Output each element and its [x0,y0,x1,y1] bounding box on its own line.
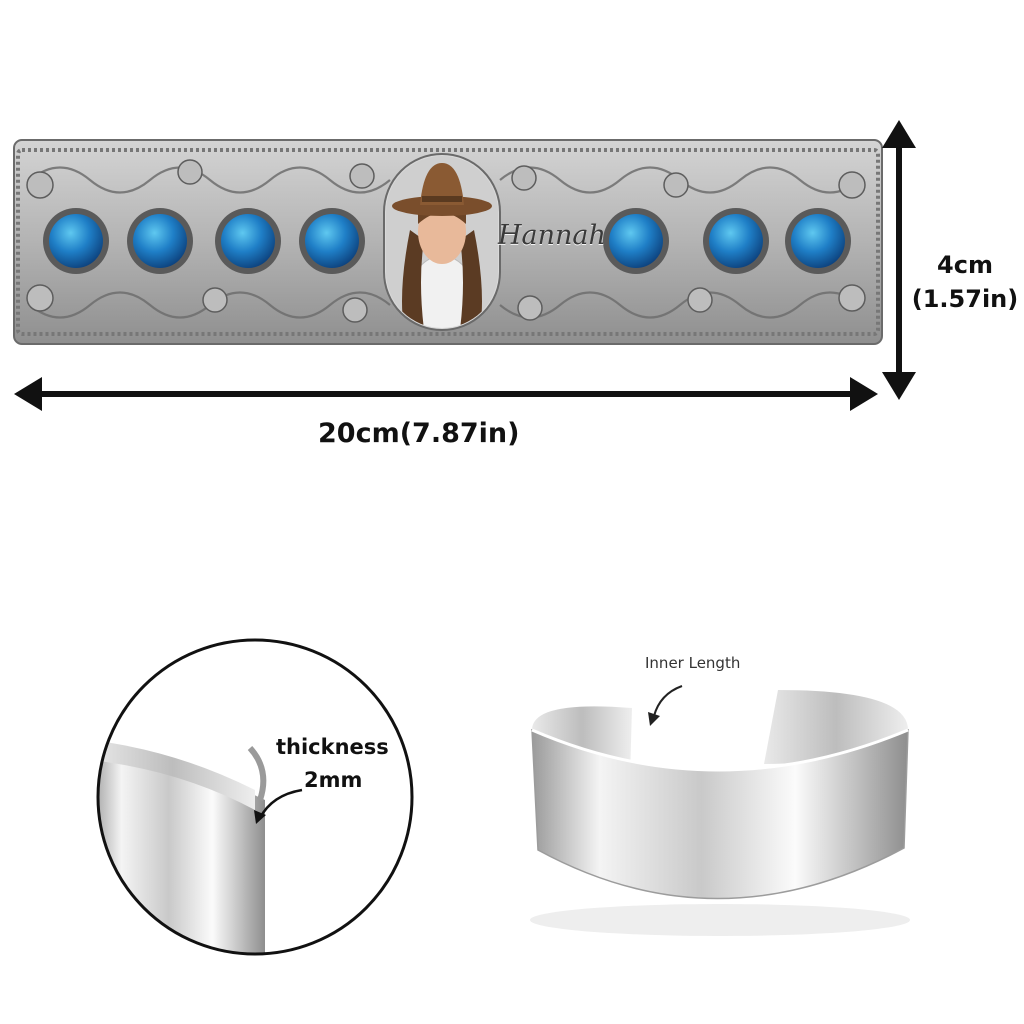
opal-gem-icon [49,214,103,268]
arrow-right-icon [850,377,878,411]
arrow-left-icon [14,377,42,411]
bracelet-strip [13,139,883,345]
inner-length-label: Inner Length [645,654,741,672]
opal-gem-icon [791,214,845,268]
opal-gem-icon [133,214,187,268]
height-label: 4cm (1.57in) [906,248,1024,316]
arrow-up-icon [882,120,916,148]
thickness-value: 2mm [304,768,363,792]
length-label: 20cm(7.87in) [318,418,520,449]
gem-row-left [43,208,365,274]
opal-gem-icon [305,214,359,268]
opal-gem-icon [221,214,275,268]
flower-ornament-icon [26,159,866,323]
height-label-cm: 4cm [937,251,993,279]
bracelet-name: Hannah [498,220,606,251]
height-label-in: (1.57in) [911,285,1019,313]
thickness-zoom-circle [96,638,414,956]
length-dimension-arrow [14,377,878,411]
cuff-bracelet-photo [530,685,910,936]
thickness-title: thickness [276,735,389,759]
gem-row-right [603,208,851,274]
opal-gem-icon [609,214,663,268]
cowgirl-portrait [383,153,501,331]
arrow-down-icon [882,372,916,400]
curved-arrow-icon [653,685,683,717]
height-dimension-arrow [882,120,916,400]
opal-gem-icon [709,214,763,268]
